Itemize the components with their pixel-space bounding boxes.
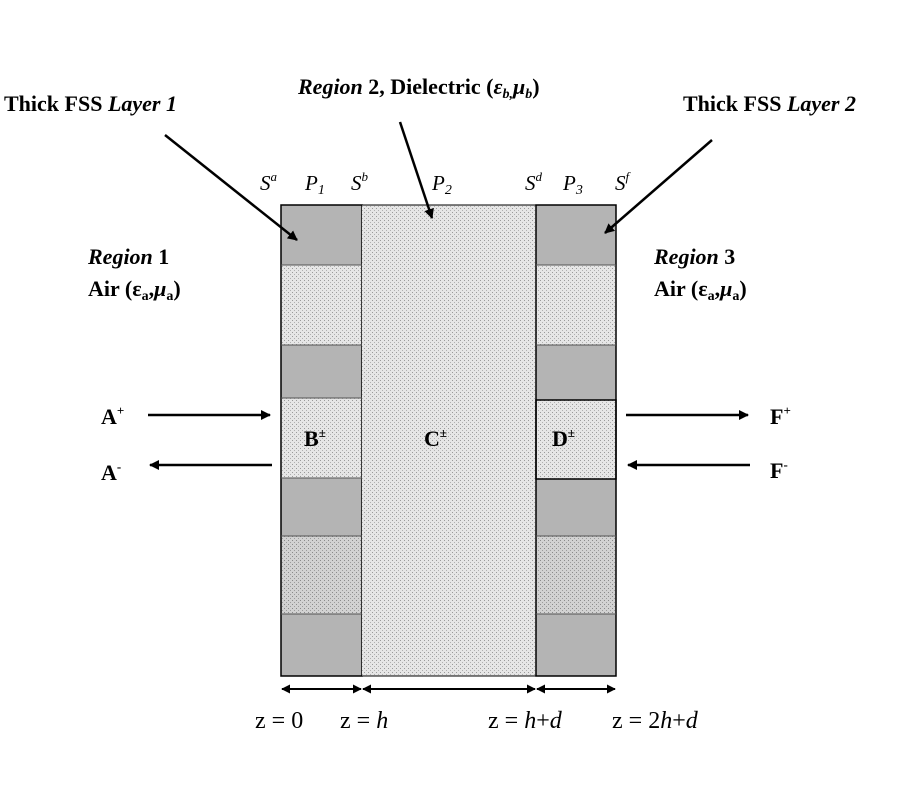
region-1-label: Region 1 xyxy=(87,244,169,269)
region-1-medium: Air (εa,μa) xyxy=(88,276,181,304)
layer-1-aperture xyxy=(281,536,362,614)
surface-label-a: Sa xyxy=(260,169,278,195)
region-2-pointer-arrow xyxy=(398,121,434,219)
layer-2-metal-segment xyxy=(536,205,616,265)
amplitude-a-plus: A+ xyxy=(101,403,124,429)
layer-2-metal-segment xyxy=(536,479,616,536)
fss-layer-1 xyxy=(280,204,363,677)
period-label-2: P2 xyxy=(431,171,452,198)
layer-1-metal-segment xyxy=(281,614,362,676)
layer-1-aperture xyxy=(281,398,362,478)
layer-2-highlight-cell xyxy=(535,399,617,480)
amplitude-a-minus: A- xyxy=(101,459,121,485)
period-label-3: P3 xyxy=(562,171,583,198)
fss-layer-1-title: Thick FSS Layer 1 xyxy=(4,91,177,116)
position-z-2h-plus-d: z = 2h+d xyxy=(612,708,699,734)
layer-1-metal-segment xyxy=(281,345,362,398)
position-z-h: z = h xyxy=(340,708,388,734)
layer-2-aperture xyxy=(536,536,616,614)
layer-1-metal-segment xyxy=(281,478,362,536)
dielectric-region xyxy=(362,204,536,677)
layer-1-metal-segment xyxy=(281,205,362,265)
amplitude-d: D± xyxy=(552,425,575,451)
surface-label-b: Sb xyxy=(351,169,369,195)
amplitude-f-minus: F- xyxy=(770,457,788,483)
region-3-label: Region 3 xyxy=(653,244,735,269)
fss-layer-2 xyxy=(535,204,617,677)
region-2-title: Region 2, Dielectric (εb,μb) xyxy=(297,74,540,102)
layer-2-metal-segment xyxy=(536,614,616,676)
period-label-1: P1 xyxy=(304,171,325,198)
amplitude-b: B± xyxy=(304,425,326,451)
fss-layer-2-title: Thick FSS Layer 2 xyxy=(683,91,856,116)
layer-2-aperture xyxy=(536,265,616,345)
surface-label-f: Sf xyxy=(615,169,632,195)
layer-2-metal-segment xyxy=(536,345,616,400)
dielectric-slab xyxy=(362,205,536,676)
amplitude-f-plus: F+ xyxy=(770,403,791,429)
layer-1-aperture xyxy=(281,265,362,345)
layer-2-aperture xyxy=(536,400,616,479)
position-z-0: z = 0 xyxy=(255,708,303,734)
surface-label-d: Sd xyxy=(525,169,543,195)
amplitude-c: C± xyxy=(424,425,447,451)
layer-2-pointer-arrow xyxy=(604,139,713,234)
region-3-medium: Air (εa,μa) xyxy=(654,276,747,304)
position-z-h-plus-d: z = h+d xyxy=(488,708,563,734)
layer-1-pointer-arrow xyxy=(164,134,298,241)
